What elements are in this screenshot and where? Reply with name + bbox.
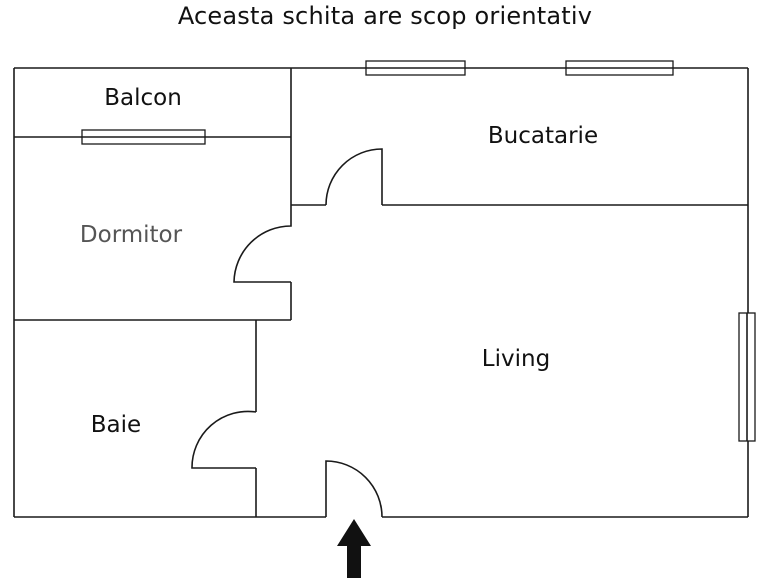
door-bathroom: [191, 410, 257, 469]
door-entrance: [325, 460, 383, 518]
room-label-baie: Baie: [91, 412, 141, 438]
room-label-balcon: Balcon: [104, 85, 182, 111]
room-label-dormitor: Dormitor: [80, 222, 183, 248]
door-kitchen: [325, 148, 383, 206]
room-label-living: Living: [482, 346, 550, 372]
room-label-bucatarie: Bucatarie: [488, 123, 598, 149]
window-inner-lines: [82, 67, 748, 441]
door-bedroom: [233, 205, 292, 283]
entrance-arrow-icon: [337, 519, 371, 578]
plan-title: Aceasta schita are scop orientativ: [177, 2, 593, 30]
